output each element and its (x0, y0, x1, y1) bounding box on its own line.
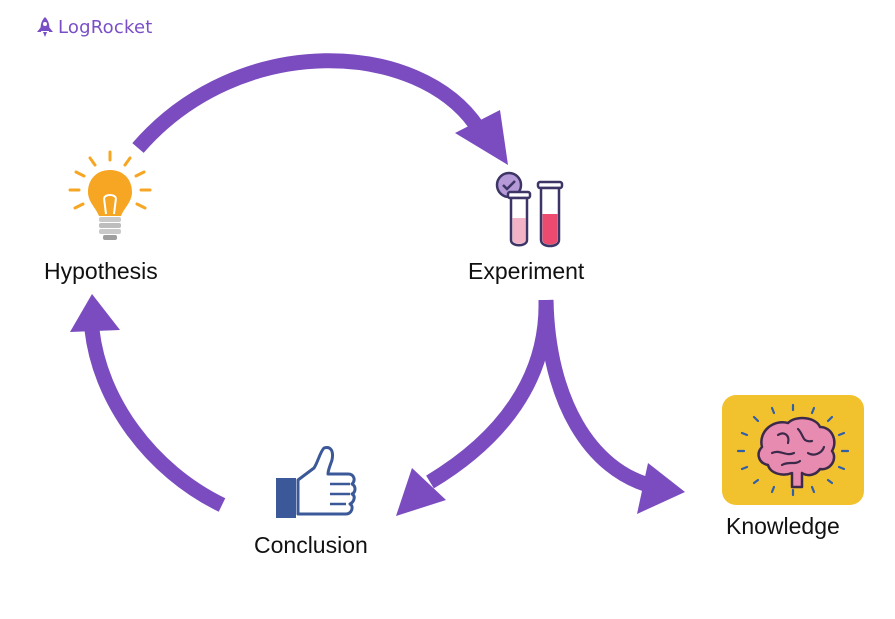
lightbulb-icon (68, 150, 152, 240)
arrowhead-experiment (455, 110, 508, 165)
node-label-experiment: Experiment (468, 258, 585, 284)
logo-text: LogRocket (58, 16, 153, 38)
arrowhead-knowledge (637, 463, 685, 514)
arrow-experiment-to-conclusion (426, 299, 554, 489)
arrowhead-hypothesis (70, 294, 120, 332)
rocket-icon (37, 17, 53, 37)
arrow-experiment-to-knowledge (538, 299, 655, 494)
brain-icon (722, 395, 864, 505)
logrocket-logo: LogRocket (36, 16, 152, 38)
node-label-conclusion: Conclusion (254, 532, 368, 558)
arrow-conclusion-to-hypothesis (84, 329, 226, 512)
arrow-hypothesis-to-experiment (132, 53, 485, 153)
arrowhead-conclusion (396, 468, 446, 516)
node-label-hypothesis: Hypothesis (44, 258, 158, 284)
node-label-knowledge: Knowledge (726, 513, 840, 539)
test-tubes-icon (495, 171, 564, 248)
thumbs-up-icon (276, 446, 357, 518)
